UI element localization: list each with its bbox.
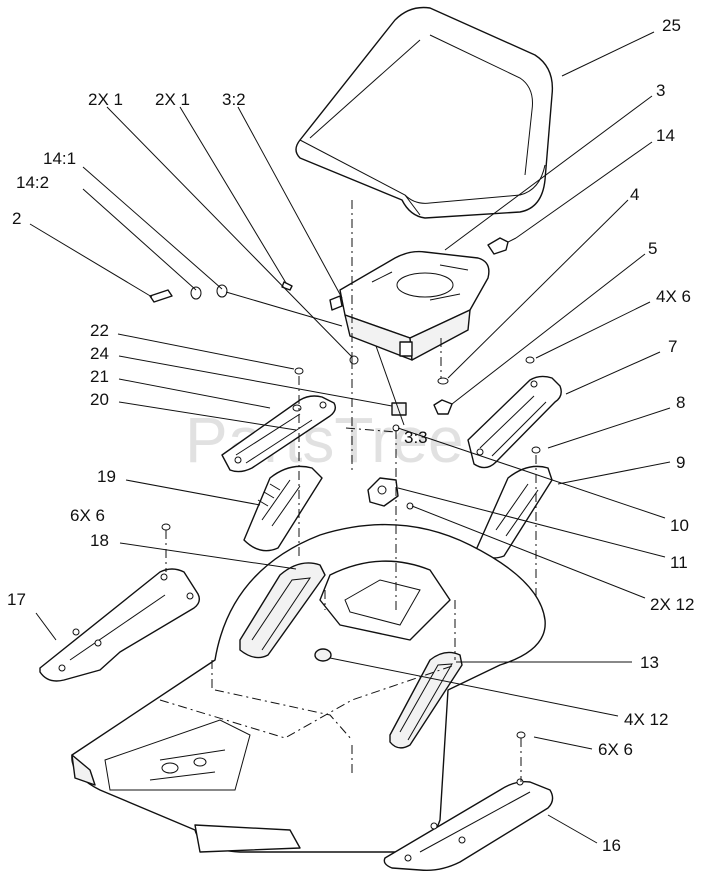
callout-13: 13 bbox=[640, 653, 659, 672]
left-slide-rail-part[interactable] bbox=[221, 395, 337, 473]
callout-9: 9 bbox=[676, 453, 685, 472]
callout-7: 7 bbox=[668, 337, 677, 356]
callout-14: 14 bbox=[656, 126, 675, 145]
callout-24: 24 bbox=[90, 344, 109, 363]
callout-25: 25 bbox=[662, 16, 681, 35]
right-footplate-part[interactable] bbox=[383, 778, 554, 872]
callout-11: 11 bbox=[670, 553, 688, 572]
seat-pan-part[interactable] bbox=[339, 250, 490, 361]
callout-2x1-a: 2X 1 bbox=[88, 90, 123, 109]
callout-2x1-b: 2X 1 bbox=[155, 90, 190, 109]
callout-2x12: 2X 12 bbox=[650, 595, 694, 614]
left-footplate-part[interactable] bbox=[39, 568, 201, 682]
callout-18: 18 bbox=[90, 531, 109, 550]
callout-3-2: 3:2 bbox=[222, 90, 246, 109]
screw-6x6-right-part[interactable] bbox=[516, 731, 526, 739]
left-slide-cover-part[interactable] bbox=[243, 465, 323, 552]
callout-4x6: 4X 6 bbox=[656, 287, 691, 306]
bolt-assembly-part[interactable] bbox=[149, 284, 228, 303]
callout-20: 20 bbox=[90, 390, 109, 409]
grommet-part[interactable] bbox=[314, 648, 332, 662]
pad-24-part[interactable] bbox=[391, 402, 407, 416]
callout-5: 5 bbox=[648, 239, 657, 258]
callout-10: 10 bbox=[670, 516, 689, 535]
bracket-part[interactable] bbox=[329, 295, 343, 311]
washer-part[interactable] bbox=[437, 377, 449, 385]
screw-22-part[interactable] bbox=[294, 367, 304, 375]
callout-16: 16 bbox=[602, 836, 621, 855]
callout-2: 2 bbox=[12, 209, 21, 228]
nut-part[interactable] bbox=[349, 355, 359, 365]
screw-8-part[interactable] bbox=[531, 446, 541, 454]
knob-part[interactable] bbox=[487, 237, 517, 255]
callout-6x6-right: 6X 6 bbox=[598, 740, 633, 759]
leader-lines bbox=[29, 31, 671, 844]
callout-8: 8 bbox=[676, 393, 685, 412]
callout-14-2: 14:2 bbox=[16, 173, 49, 192]
right-slide-rail-part[interactable] bbox=[467, 375, 562, 469]
callout-14-1: 14:1 bbox=[43, 149, 76, 168]
assembly-line bbox=[345, 427, 397, 433]
callout-4x12: 4X 12 bbox=[624, 710, 668, 729]
right-slide-cover-part[interactable] bbox=[475, 465, 553, 559]
screw-part[interactable] bbox=[281, 281, 293, 291]
wing-nut-part[interactable] bbox=[433, 399, 453, 415]
screw-6x6-left-part[interactable] bbox=[161, 523, 171, 531]
callout-3: 3 bbox=[656, 81, 665, 100]
seat-cushion-part[interactable] bbox=[295, 6, 554, 219]
screw-4x6-part[interactable] bbox=[525, 356, 535, 364]
callout-6x6-left: 6X 6 bbox=[70, 506, 105, 525]
callout-21: 21 bbox=[90, 367, 109, 386]
callout-3-3: 3:3 bbox=[404, 428, 428, 447]
callout-17: 17 bbox=[7, 590, 26, 609]
callout-4: 4 bbox=[630, 185, 639, 204]
pivot-bracket-part[interactable] bbox=[367, 477, 399, 507]
fender-body-part[interactable] bbox=[71, 523, 546, 853]
callout-22: 22 bbox=[90, 321, 109, 340]
callout-19: 19 bbox=[97, 467, 116, 486]
